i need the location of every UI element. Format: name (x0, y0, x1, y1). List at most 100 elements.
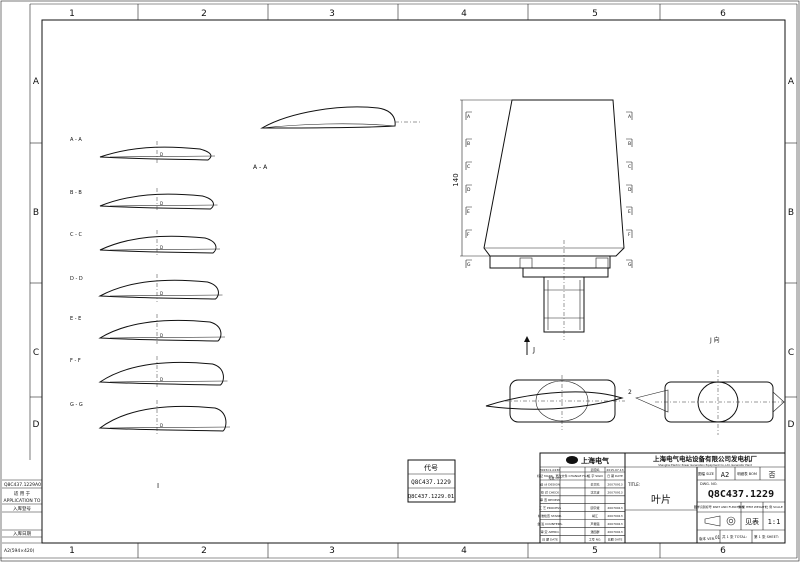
section-cut-mark: C (628, 164, 631, 170)
code-table-row: Q8C437.1229.01 (408, 494, 454, 500)
logo-text: 上海电气 (581, 456, 609, 465)
section-cut-mark: F (628, 232, 631, 238)
section-label: D - D (70, 276, 83, 282)
section-mark: D (160, 423, 163, 428)
section-cut-mark: E (467, 209, 470, 215)
zone-col-2-bottom: 2 (201, 546, 207, 556)
airfoil-outline (98, 319, 222, 342)
blade-bottom-view: 2 (485, 375, 632, 430)
company-name-en: Shanghai Electric Power Generation Equip… (658, 463, 752, 467)
zone-col-5: 5 (592, 9, 598, 19)
airfoil-section: A - AD (70, 137, 216, 163)
title-label: TITLE: (627, 482, 640, 487)
role-name: 工号 NO. (589, 537, 601, 542)
zone-row-d-right: D (788, 420, 795, 430)
airfoil-outline (99, 146, 212, 161)
section-mark: D (160, 377, 163, 382)
airfoil-outline (98, 405, 227, 432)
zone-row-b: B (33, 208, 39, 218)
role-label: 会 签 COUNTERS. (537, 521, 563, 526)
section-mark: D (160, 291, 163, 296)
section-cut-mark: C (467, 164, 470, 170)
role-label: 标准检查 STAND. (538, 513, 562, 518)
section-label: B - B (70, 190, 82, 196)
company-name-cn: 上海电气电站设备有限公司发电机厂 (653, 454, 758, 463)
airfoil-section: E - ED (70, 314, 226, 344)
role-date: 20070913 (607, 514, 622, 518)
code-table-header: 代号 (424, 463, 438, 472)
role-name: 胡江 (592, 513, 598, 518)
drawing-title: 叶片 (651, 493, 671, 506)
sheet-size: A2(594×420) (4, 548, 35, 554)
zone-col-6-bottom: 6 (720, 546, 726, 556)
stock-no-label: 入库登号 (13, 505, 31, 512)
role-label: 校 对 CHECK (541, 489, 560, 494)
stock-date-label: 入库日期 (13, 530, 31, 537)
rev-top-date: 2015.07.13 (606, 468, 623, 472)
dimension-140: 140 (452, 173, 460, 186)
zone-row-a-right: A (788, 77, 795, 87)
section-label: F - F (70, 358, 81, 364)
bom-value: 否 (769, 471, 776, 479)
zone-col-1-bottom: 1 (69, 546, 75, 556)
role-date: 20070913 (607, 490, 622, 494)
size-value: A2 (721, 471, 729, 479)
zone-col-1: 1 (69, 9, 75, 19)
section-cut-mark: D (467, 187, 471, 193)
application-cn: 适 用 于 (14, 490, 31, 497)
zone-col-3: 3 (329, 9, 335, 19)
bom-label: 明细表 BOM (737, 471, 757, 476)
rev-header-mark: 标记 MARK (537, 473, 554, 478)
role-name: 芦振强 (590, 521, 599, 526)
version-label: 版本 VER. (699, 536, 715, 541)
weight-value: 见表 (745, 517, 759, 526)
rev-header-date: 日 期 DATE (607, 473, 623, 478)
role-date: 20070913 (607, 506, 622, 510)
zone-col-2: 2 (201, 9, 207, 19)
section-mark: D (160, 245, 163, 250)
section-cut-mark: G (628, 262, 632, 268)
zone-col-5-bottom: 5 (592, 546, 598, 556)
role-name: 沈文波 (590, 489, 599, 494)
airfoil-section: B - BD (70, 188, 218, 212)
rev-header-qty: 处数 QTY (549, 475, 562, 480)
application-en: APPLICATION TO (4, 498, 41, 504)
airfoil-outline (99, 193, 214, 210)
bottom-mark: I (157, 482, 159, 490)
role-name: 姜文鸣 (590, 481, 599, 486)
role-date: 20070913 (607, 482, 622, 486)
airfoil-section: D - D D (70, 274, 223, 302)
j-direction-view (635, 370, 785, 435)
zone-grid (0, 3, 798, 559)
airfoil-outline (99, 235, 217, 254)
section-label: C - C (70, 232, 82, 238)
role-name: 潘国群 (590, 529, 599, 534)
left-info-block: Q8C437.1229A0 适 用 于 APPLICATION TO 入库登号 … (2, 479, 42, 554)
zone-col-3-bottom: 3 (329, 546, 335, 556)
rev-top-sign: 姜晓鸣 (590, 467, 599, 472)
code-table: 代号 Q8C437.1229 Q8C437.1229.01 (407, 459, 456, 503)
zone-row-d: D (33, 420, 40, 430)
role-label: 工 艺 PROCESS (539, 505, 561, 510)
role-date: 20070913 (607, 522, 622, 526)
detail-mark: 2 (628, 389, 632, 396)
scale-label: 比 例 SCALE (765, 504, 783, 509)
section-cut-mark: D (628, 187, 632, 193)
zone-col-4-bottom: 4 (461, 546, 467, 556)
airfoil-section: C - C D (70, 230, 221, 256)
section-label: G - G (70, 402, 83, 408)
section-cut-mark: B (628, 141, 631, 147)
role-name: 顾宇斌 (590, 505, 599, 510)
title-block: 上海电气 上海电气电站设备有限公司发电机厂 Shanghai Electric … (537, 452, 786, 544)
drawing-number: Q8C437.1229 (708, 489, 774, 500)
zone-row-c-right: C (788, 348, 794, 358)
airfoil-sections: A - ADB - BDC - CDD - DDE - EDF - FDG - … (70, 137, 231, 434)
aa-profile-view: A - A (253, 106, 420, 171)
section-cut-mark: E (628, 209, 631, 215)
role-label: 日 期 DATE (542, 537, 558, 542)
airfoil-outline (98, 279, 219, 300)
role-date: 日期 DATE (608, 537, 623, 542)
